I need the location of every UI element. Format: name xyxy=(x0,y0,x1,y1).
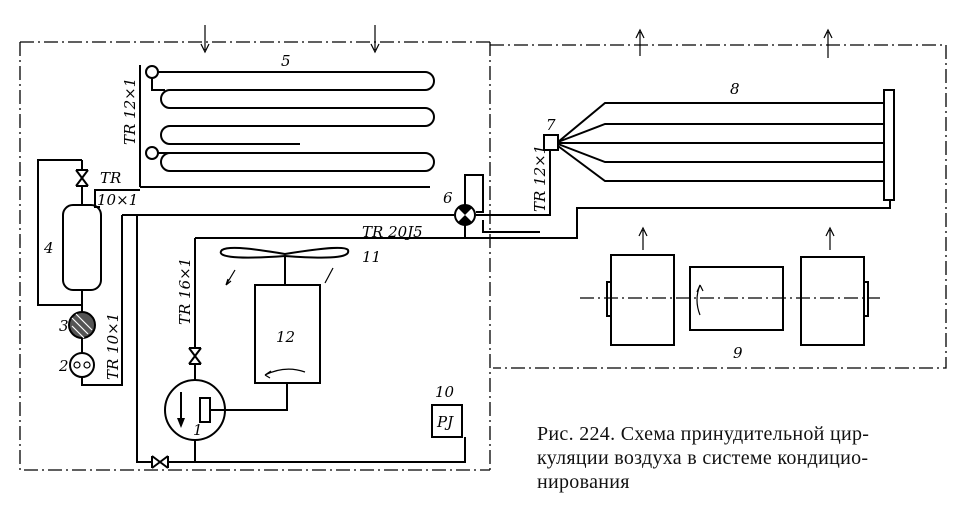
label-sight-glass: 2 xyxy=(58,357,69,375)
figure-caption: Рис. 224. Схема принудительной цир- куля… xyxy=(537,422,967,494)
pressure-switch-box xyxy=(431,404,463,438)
label-evaporator: 8 xyxy=(730,80,740,98)
label-receiver: 4 xyxy=(43,239,54,257)
receiver-tank xyxy=(62,204,102,291)
pipe-receiver-top: TR xyxy=(100,169,121,187)
label-pressure-switch-num: 10 xyxy=(435,383,455,401)
caption-line: нирования xyxy=(537,471,630,493)
compressor-assembly xyxy=(136,215,466,469)
pipe-liquid: TR 10×1 xyxy=(104,313,122,380)
label-compressor: 1 xyxy=(193,421,203,439)
airflow-arrows xyxy=(200,25,835,250)
fan-motor xyxy=(219,246,350,384)
label-fan: 11 xyxy=(362,248,381,266)
pipe-receiver-bottom: 10×1 xyxy=(97,191,138,209)
suction-line xyxy=(195,200,891,239)
label-motor: 12 xyxy=(276,328,295,346)
label-valve-6: 6 xyxy=(443,189,453,207)
expansion-valve-6 xyxy=(454,150,551,238)
label-condenser: 5 xyxy=(281,52,291,70)
condenser xyxy=(139,65,435,188)
filter-icon xyxy=(68,311,96,339)
caption-line: Рис. 224. Схема принудительной цир- xyxy=(537,423,870,445)
fan-units xyxy=(580,254,880,346)
caption-line: куляции воздуха в системе кондицио- xyxy=(537,447,869,469)
pipe-suction: TR 20J5 xyxy=(362,223,423,241)
label-distributor: 7 xyxy=(546,116,556,134)
evaporator xyxy=(543,89,895,201)
pipe-condenser: TR 12×1 xyxy=(121,78,139,145)
pipe-evaporator: TR 12×1 xyxy=(531,145,549,212)
receiver-assembly xyxy=(37,159,454,386)
label-fans: 9 xyxy=(733,344,743,362)
label-filter: 3 xyxy=(59,317,69,335)
boundary-lines xyxy=(19,41,947,471)
pipe-discharge: TR 16×1 xyxy=(176,258,194,325)
label-pressure-switch: PJ xyxy=(436,413,454,431)
